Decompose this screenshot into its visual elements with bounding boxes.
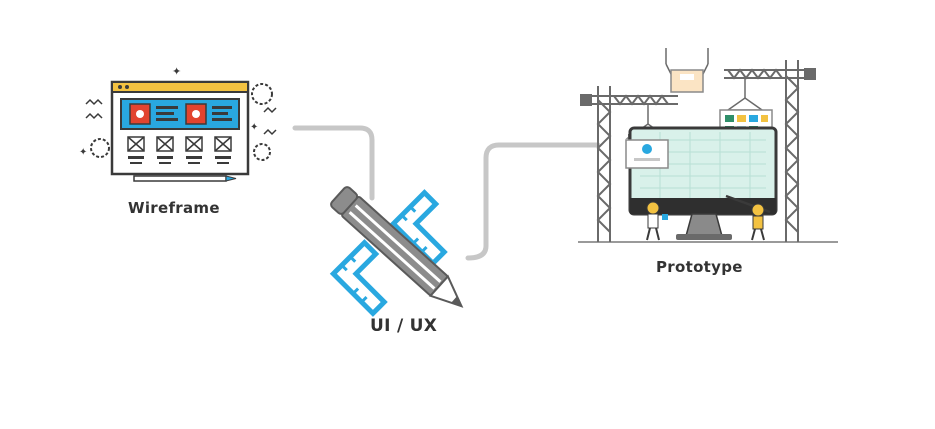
worker-figure-right xyxy=(725,194,771,241)
pencil-ruler-icon xyxy=(329,186,464,317)
connector-uiux-to-prototype xyxy=(465,142,601,261)
svg-text:✦: ✦ xyxy=(79,147,87,158)
prototype-label: Prototype xyxy=(656,258,743,276)
uiux-label: UI / UX xyxy=(370,316,438,336)
svg-text:✦: ✦ xyxy=(250,122,258,133)
svg-text:✦: ✦ xyxy=(172,65,181,78)
connector-wireframe-to-uiux xyxy=(292,125,375,201)
wireframe-browser-icon: ✦ ✦ ✦ xyxy=(79,65,277,182)
worker-figure-left xyxy=(646,201,668,241)
wireframe-label: Wireframe xyxy=(128,199,220,217)
construction-monitor-icon xyxy=(578,48,838,243)
